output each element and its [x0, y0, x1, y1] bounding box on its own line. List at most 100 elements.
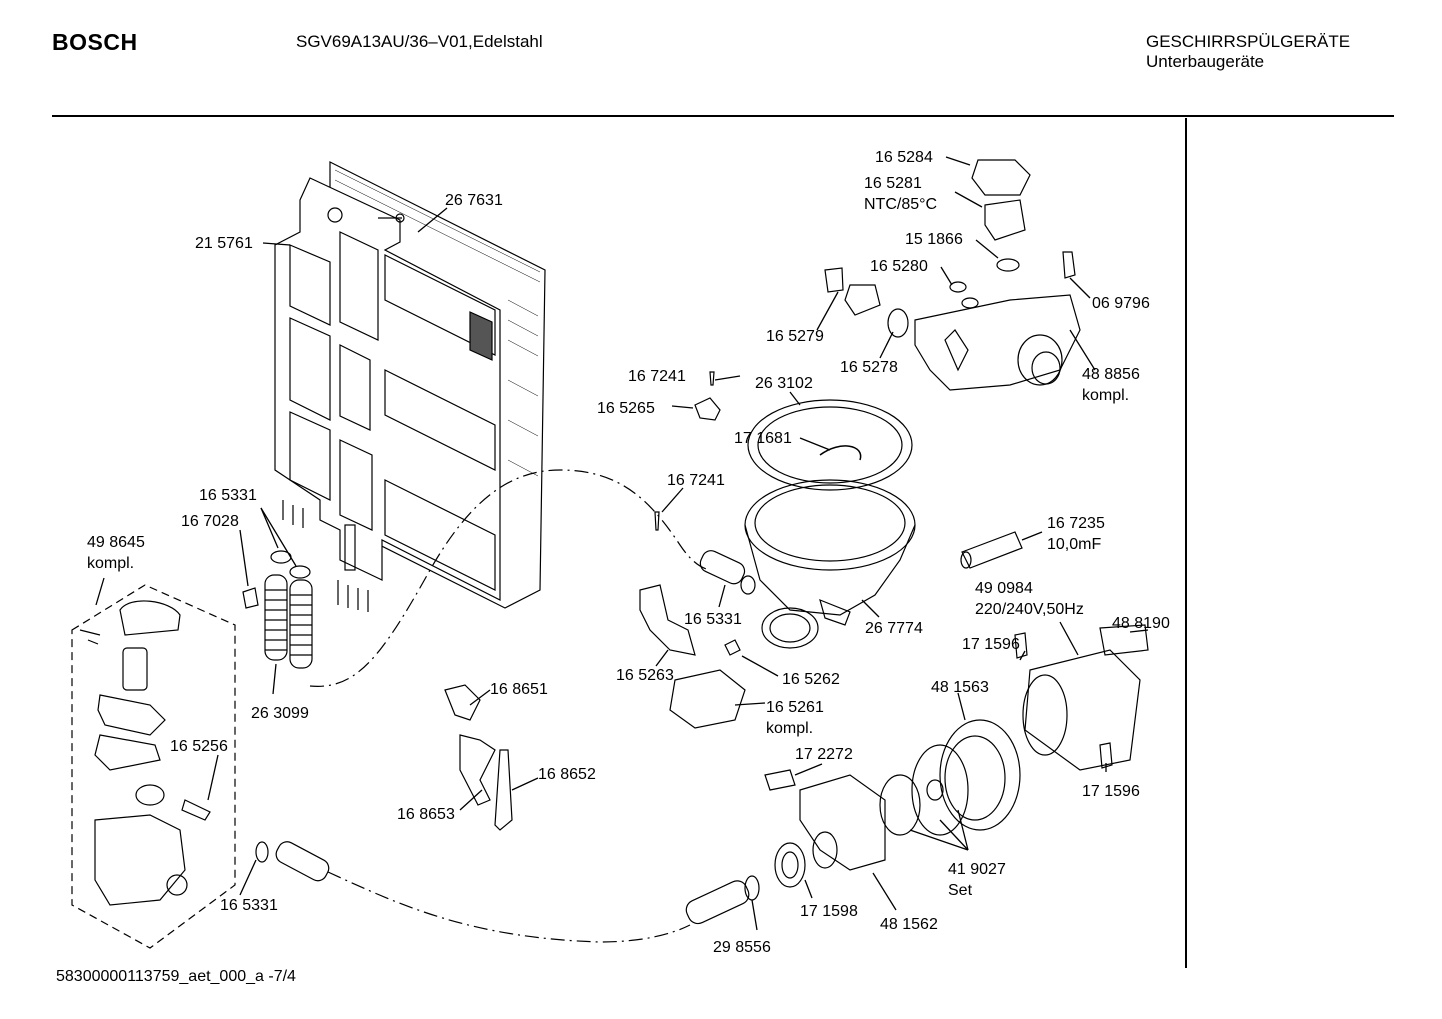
- part-label: 26 3102: [755, 375, 813, 392]
- part-spec: NTC/85°C: [864, 196, 937, 213]
- pump-housing: [764, 719, 1021, 888]
- svg-text:06 9796: 06 9796: [1092, 295, 1150, 312]
- part-label: 16 5278: [840, 359, 898, 376]
- part-label: 16 8652: [538, 766, 596, 783]
- svg-text:15 1866: 15 1866: [905, 231, 963, 248]
- svg-text:16 5261: 16 5261: [766, 699, 824, 716]
- svg-text:26 7774: 26 7774: [865, 620, 923, 637]
- svg-text:48 8856: 48 8856: [1082, 366, 1140, 383]
- part-label: 49 0984: [975, 580, 1033, 597]
- part-label: 29 8556: [713, 939, 771, 956]
- leader-lines: [95, 156, 1149, 931]
- sump-assembly: [654, 371, 916, 649]
- heater-module: [824, 159, 1081, 391]
- svg-text:16 8651: 16 8651: [490, 681, 548, 698]
- part-label: 16 5262: [782, 671, 840, 688]
- part-label: 16 5281: [864, 175, 922, 192]
- part-label: 17 2272: [795, 746, 853, 763]
- part-label: 48 8856: [1082, 366, 1140, 383]
- svg-text:16 8653: 16 8653: [397, 806, 455, 823]
- svg-text:kompl.: kompl.: [766, 720, 813, 737]
- part-label: 16 5261: [766, 699, 824, 716]
- svg-text:17 1681: 17 1681: [734, 430, 792, 447]
- part-label: 16 5331: [199, 487, 257, 504]
- part-label: 16 5265: [597, 400, 655, 417]
- part-label: 49 8645: [87, 534, 145, 551]
- part-label: 16 5280: [870, 258, 928, 275]
- svg-text:10,0mF: 10,0mF: [1047, 536, 1101, 553]
- drain-hose-fittings: [444, 684, 513, 831]
- hose-pair: [242, 550, 313, 669]
- svg-text:16 5331: 16 5331: [684, 611, 742, 628]
- svg-text:26 3099: 26 3099: [251, 705, 309, 722]
- suction-hose: [255, 841, 760, 925]
- svg-text:16 5265: 16 5265: [597, 400, 655, 417]
- part-label: 16 8651: [490, 681, 548, 698]
- svg-text:41 9027: 41 9027: [948, 861, 1006, 878]
- svg-text:26 7631: 26 7631: [445, 192, 503, 209]
- part-spec: kompl.: [87, 555, 134, 572]
- svg-text:17 1596: 17 1596: [1082, 783, 1140, 800]
- svg-text:29 8556: 29 8556: [713, 939, 771, 956]
- svg-text:16 5281: 16 5281: [864, 175, 922, 192]
- sump-hose: [639, 550, 756, 656]
- svg-text:17 1598: 17 1598: [800, 903, 858, 920]
- svg-text:17 2272: 17 2272: [795, 746, 853, 763]
- document-code: 58300000113759_aet_000_a -7/4: [56, 968, 296, 985]
- part-label: 16 5331: [220, 897, 278, 914]
- part-label: 26 3099: [251, 705, 309, 722]
- part-label: 16 8653: [397, 806, 455, 823]
- part-labels: 16 5284 16 5281 NTC/85°C 15 1866 16 5280…: [87, 149, 1170, 956]
- pump-motor: [1014, 624, 1149, 771]
- svg-text:16 5263: 16 5263: [616, 667, 674, 684]
- brand-logo: BOSCH: [52, 29, 138, 55]
- svg-text:16 7241: 16 7241: [667, 472, 725, 489]
- water-pocket-plate: [274, 177, 501, 612]
- part-label: 16 5284: [875, 149, 933, 166]
- svg-text:48 1562: 48 1562: [880, 916, 938, 933]
- part-label: 15 1866: [905, 231, 963, 248]
- svg-text:kompl.: kompl.: [1082, 387, 1129, 404]
- part-label: 16 7241: [628, 368, 686, 385]
- part-label: 26 7774: [865, 620, 923, 637]
- svg-text:Set: Set: [948, 882, 973, 899]
- water-inlet-assembly: [79, 600, 211, 906]
- part-drawings: [71, 159, 1149, 949]
- subcategory-title: Unterbaugeräte: [1146, 52, 1265, 71]
- svg-text:16 7241: 16 7241: [628, 368, 686, 385]
- part-spec: 10,0mF: [1047, 536, 1101, 553]
- part-label: 16 5256: [170, 738, 228, 755]
- model-number: SGV69A13AU/36–V01,Edelstahl: [296, 32, 543, 51]
- control-module: [669, 669, 746, 729]
- part-label: 16 7235: [1047, 515, 1105, 532]
- svg-text:16 5262: 16 5262: [782, 671, 840, 688]
- part-label: 17 1596: [1082, 783, 1140, 800]
- svg-text:16 7028: 16 7028: [181, 513, 239, 530]
- part-spec: kompl.: [1082, 387, 1129, 404]
- svg-text:NTC/85°C: NTC/85°C: [864, 196, 937, 213]
- part-label: 17 1598: [800, 903, 858, 920]
- part-label: 16 7028: [181, 513, 239, 530]
- svg-text:16 5331: 16 5331: [220, 897, 278, 914]
- capacitor: [960, 531, 1023, 569]
- svg-text:48 1563: 48 1563: [931, 679, 989, 696]
- svg-text:220/240V,50Hz: 220/240V,50Hz: [975, 601, 1084, 618]
- part-label: 17 1681: [734, 430, 792, 447]
- svg-text:49 8645: 49 8645: [87, 534, 145, 551]
- svg-text:16 5279: 16 5279: [766, 328, 824, 345]
- svg-text:16 5278: 16 5278: [840, 359, 898, 376]
- part-spec: 220/240V,50Hz: [975, 601, 1084, 618]
- part-label: 21 5761: [195, 235, 253, 252]
- part-spec: kompl.: [766, 720, 813, 737]
- part-label: 48 1562: [880, 916, 938, 933]
- part-label: 06 9796: [1092, 295, 1150, 312]
- part-label: 16 5279: [766, 328, 824, 345]
- svg-text:16 5331: 16 5331: [199, 487, 257, 504]
- svg-text:17 1596: 17 1596: [962, 636, 1020, 653]
- part-label: 26 7631: [445, 192, 503, 209]
- svg-text:26 3102: 26 3102: [755, 375, 813, 392]
- part-label: 16 5331: [684, 611, 742, 628]
- part-spec: Set: [948, 882, 973, 899]
- svg-text:16 8652: 16 8652: [538, 766, 596, 783]
